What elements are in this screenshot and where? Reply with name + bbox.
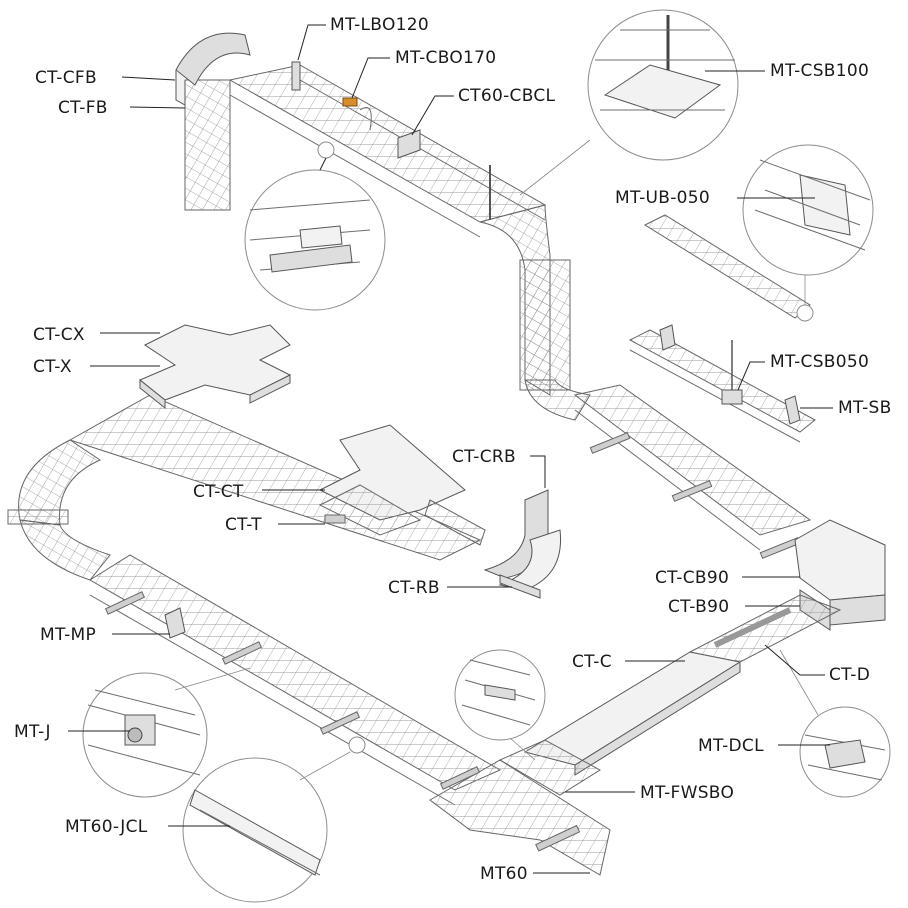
label-mt-fwsbo: MT-FWSBO [565, 783, 734, 803]
label-text-ct-d: CT-D [829, 665, 870, 685]
label-ct-cx: CT-CX [33, 325, 160, 345]
label-ct-fb: CT-FB [58, 98, 186, 118]
detail-circle-mt-dcl [779, 649, 891, 798]
label-text-mt-dcl: MT-DCL [698, 736, 764, 756]
label-ct-cfb: CT-CFB [35, 68, 176, 88]
upper-tray-run [228, 61, 591, 421]
detail-circle-ct60-cbcl [244, 141, 386, 311]
label-text-ct-b90: CT-B90 [668, 597, 729, 617]
label-ct-x: CT-X [33, 357, 160, 377]
label-mt-ub-050: MT-UB-050 [615, 188, 815, 208]
label-ct-c: CT-C [572, 652, 685, 672]
label-text-ct-t: CT-T [225, 515, 262, 535]
label-ct-d: CT-D [764, 644, 870, 685]
detail-circle-mt-fwsbo [454, 649, 546, 761]
label-text-ct-x: CT-X [33, 357, 72, 377]
label-text-mt-fwsbo: MT-FWSBO [640, 783, 734, 803]
riser-bend-ct-rb [424, 489, 562, 599]
label-ct-rb: CT-RB [388, 578, 512, 598]
right-tray-run [573, 384, 812, 559]
label-ct-t: CT-T [225, 515, 325, 535]
label-ct60-cbcl: CT60-CBCL [411, 86, 556, 136]
cover-run-ct-c [523, 594, 842, 776]
label-text-mt60-jcl: MT60-JCL [65, 817, 148, 837]
label-mt-cbo170: MT-CBO170 [351, 48, 496, 99]
label-mt-j: MT-J [14, 722, 130, 742]
label-text-mt-sb: MT-SB [838, 398, 892, 418]
label-text-mt-mp: MT-MP [40, 625, 96, 645]
label-ct-ct: CT-CT [193, 482, 325, 502]
label-mt-mp: MT-MP [40, 625, 170, 645]
detail-circle-mt60-jcl [182, 736, 366, 903]
label-text-mt-ub-050: MT-UB-050 [615, 188, 710, 208]
label-ct-crb: CT-CRB [452, 447, 546, 488]
label-mt-csb050: MT-CSB050 [737, 352, 869, 391]
detail-circle-mt-j [82, 667, 251, 798]
accessory-trays-right [628, 214, 816, 443]
cross-ct-x [139, 324, 292, 410]
label-mt60: MT60 [480, 864, 590, 884]
label-mt-lbo120: MT-LBO120 [297, 15, 429, 61]
vertical-tray-fb [175, 32, 251, 211]
label-mt-csb100: MT-CSB100 [705, 61, 869, 81]
label-text-ct-cx: CT-CX [33, 325, 85, 345]
label-mt-dcl: MT-DCL [698, 736, 830, 756]
label-text-ct-fb: CT-FB [58, 98, 108, 118]
label-text-ct-c: CT-C [572, 652, 612, 672]
label-text-mt-lbo120: MT-LBO120 [330, 15, 429, 35]
label-text-ct-crb: CT-CRB [452, 447, 516, 467]
label-text-mt-csb050: MT-CSB050 [770, 352, 869, 372]
label-ct-cb90: CT-CB90 [655, 568, 800, 588]
label-mt-sb: MT-SB [800, 398, 892, 418]
label-ct-b90: CT-B90 [668, 597, 800, 617]
detail-circle-mt-csb100 [519, 9, 739, 196]
label-text-ct60-cbcl: CT60-CBCL [458, 86, 556, 106]
label-text-mt-csb100: MT-CSB100 [770, 61, 869, 81]
label-text-ct-ct: CT-CT [193, 482, 244, 502]
label-text-ct-cb90: CT-CB90 [655, 568, 729, 588]
label-text-mt-cbo170: MT-CBO170 [395, 48, 496, 68]
tee-ct-t [318, 424, 466, 536]
label-text-ct-rb: CT-RB [388, 578, 440, 598]
label-text-mt60: MT60 [480, 864, 528, 884]
label-mt60-jcl: MT60-JCL [65, 817, 230, 837]
label-text-mt-j: MT-J [14, 722, 51, 742]
label-text-ct-cfb: CT-CFB [35, 68, 97, 88]
detail-circle-mt-ub-050 [742, 144, 874, 322]
